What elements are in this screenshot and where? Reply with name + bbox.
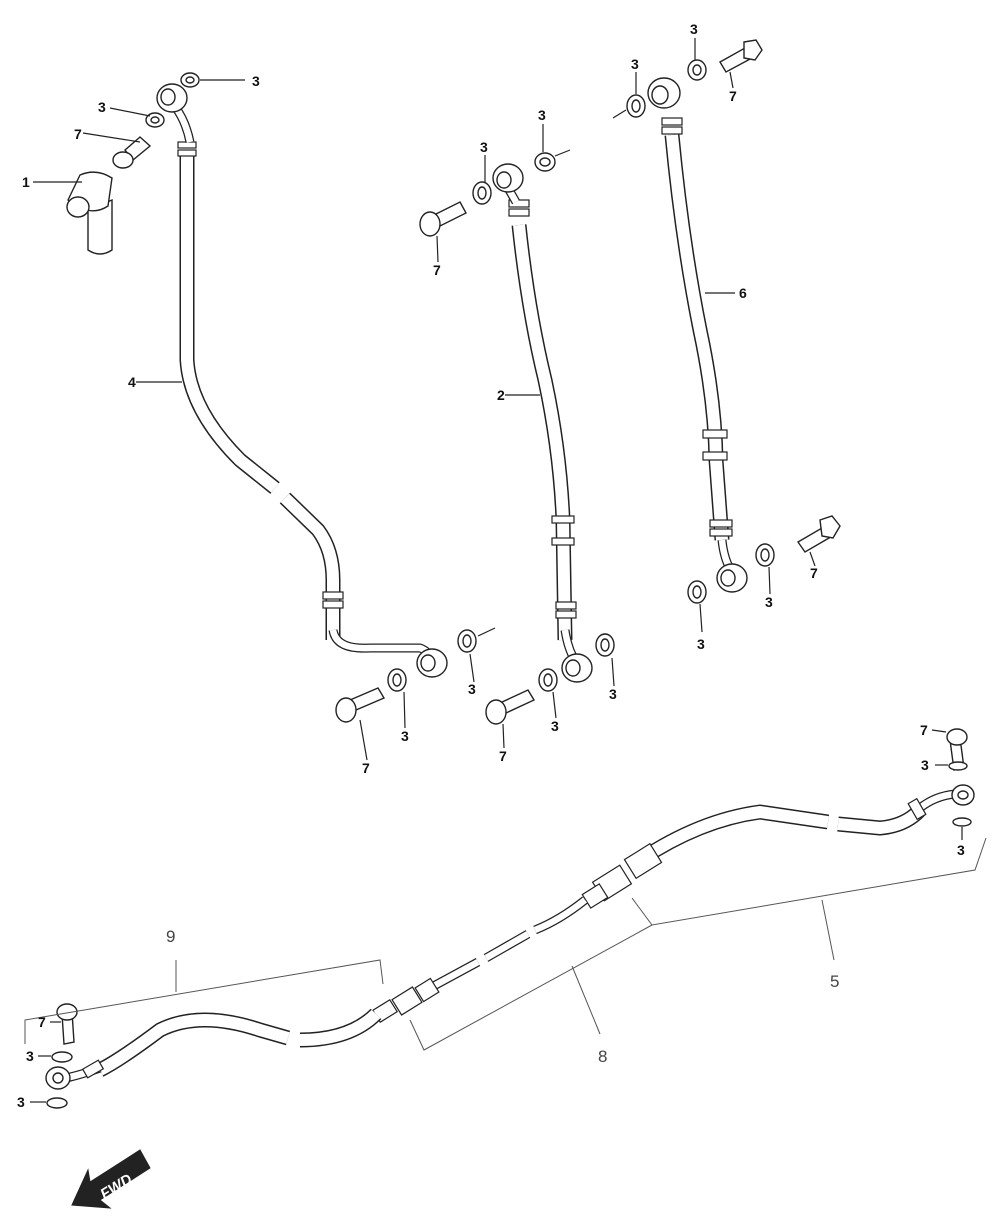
callout-3: 3: [697, 636, 705, 652]
lower-left-hardware: [30, 1003, 78, 1109]
callout-3: 3: [17, 1094, 25, 1110]
callout-7: 7: [74, 126, 82, 142]
hose-2-bottom-hardware: [485, 633, 615, 749]
hose-2-top-hardware: [419, 124, 571, 263]
callout-7: 7: [362, 760, 370, 776]
hose-4-bottom-hardware: [335, 627, 496, 761]
callout-4: 4: [128, 374, 136, 390]
callout-3: 3: [690, 21, 698, 37]
callout-3: 3: [480, 139, 488, 155]
callout-8: 8: [598, 1047, 607, 1066]
hose-4-top-hardware: [82, 72, 245, 169]
callout-6: 6: [739, 285, 747, 301]
lower-hose-assembly: [45, 784, 975, 1090]
callout-3: 3: [26, 1048, 34, 1064]
lower-right-hardware: [931, 728, 972, 840]
hose-2: [492, 163, 593, 683]
callout-7: 7: [810, 565, 818, 581]
callout-3: 3: [921, 757, 929, 773]
callout-5: 5: [830, 972, 839, 991]
callout-7: 7: [499, 748, 507, 764]
callout-7: 7: [729, 88, 737, 104]
callout-7: 7: [38, 1014, 46, 1030]
callout-3: 3: [631, 56, 639, 72]
callout-3: 3: [551, 718, 559, 734]
hose-6-top-hardware: [612, 38, 763, 119]
callout-7: 7: [920, 722, 928, 738]
callout-3: 3: [98, 99, 106, 115]
assembly-brackets: [24, 837, 987, 1051]
callout-3: 3: [538, 107, 546, 123]
hose-4: [136, 83, 448, 678]
callout-3: 3: [468, 681, 476, 697]
callout-labels: 1 7 3 3 4 3 3 7 2 3 3 7 6 3 3 7 3 3 7 7 …: [17, 21, 965, 1110]
callout-1: 1: [22, 174, 30, 190]
callout-2: 2: [497, 387, 505, 403]
callout-3: 3: [957, 842, 965, 858]
callout-7: 7: [433, 262, 441, 278]
hose-6-bottom-hardware: [687, 515, 841, 633]
callout-3: 3: [609, 686, 617, 702]
callout-3: 3: [401, 728, 409, 744]
callout-3: 3: [252, 73, 260, 89]
hose-cap: [33, 171, 113, 255]
fwd-arrow-icon: FWD: [71, 1149, 151, 1209]
callout-3: 3: [765, 594, 773, 610]
callout-9: 9: [166, 927, 175, 946]
hose-6: [647, 77, 748, 593]
